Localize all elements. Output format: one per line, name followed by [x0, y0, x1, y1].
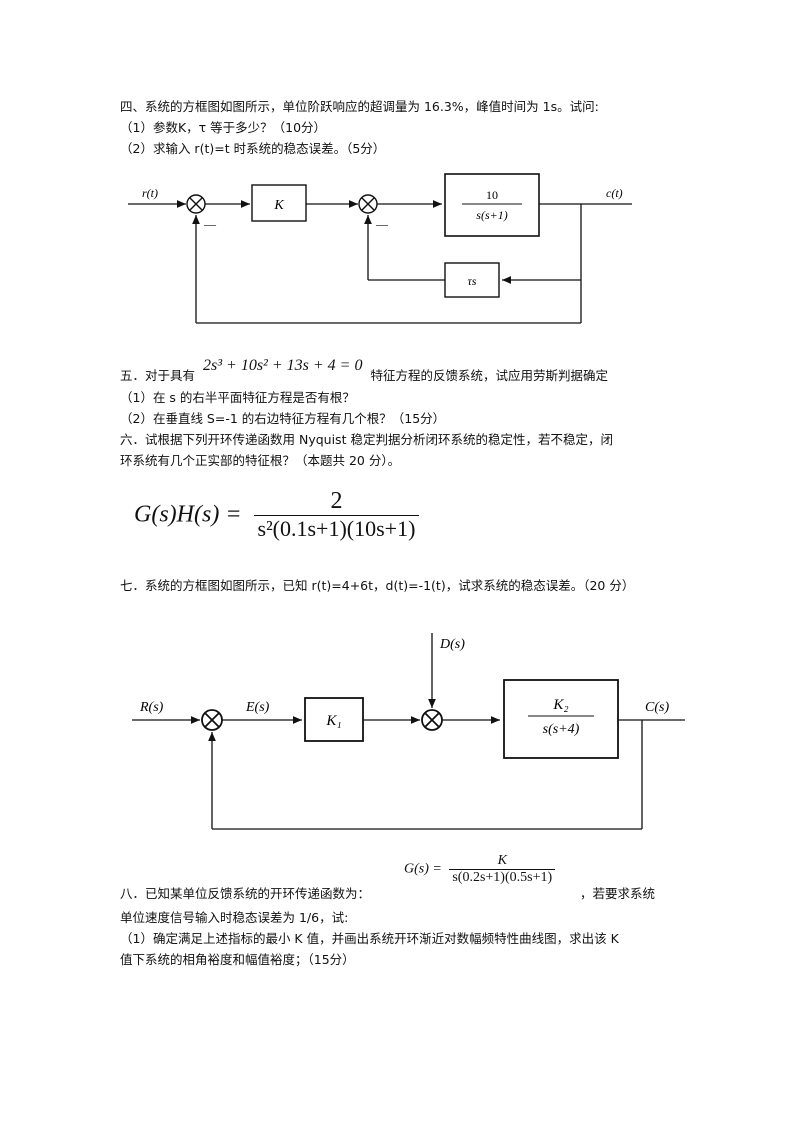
q8-sub1-line1: （1）确定满足上述指标的最小 K 值，并画出系统开环渐近对数幅频特性曲线图，求出…: [120, 931, 619, 946]
q4-sub1: （1）参数K，τ 等于多少？（10分）: [120, 120, 327, 135]
q8-formula-den: s(0.2s+1)(0.5s+1): [449, 869, 556, 886]
q7-plant-block: [503, 679, 619, 759]
q7-title: 七．系统的方框图如图所示，已知 r(t)=4+6t，d(t)=-1(t)，试求系…: [120, 578, 635, 593]
q7-gain-label: K₁: [325, 713, 341, 729]
q8-suffix: ，若要求系统: [580, 886, 656, 901]
q6-formula: G(s)H(s) = 2 s²(0.1s+1)(10s+1): [134, 488, 420, 542]
q4-plant-den: s(s+1): [476, 208, 507, 222]
q6-formula-num: 2: [330, 488, 343, 514]
q8-line2: 单位速度信号输入时稳态误差为 1/6，试:: [120, 910, 349, 925]
q5-sub2: （2）在垂直线 S=-1 的右边特征方程有几个根？（15分）: [120, 411, 446, 426]
q4-sum-junction-1: [186, 194, 206, 214]
q4-minus-2: —: [375, 217, 389, 231]
q5-sub1: （1）在 s 的右半平面特征方程是否有根？: [120, 390, 355, 405]
q4-minus-1: —: [203, 217, 217, 231]
q6-formula-fraction: 2 s²(0.1s+1)(10s+1): [253, 488, 420, 542]
q7-block-diagram: R(s) E(s) K₁ D(s) K₂ s(s+4) C(s): [132, 633, 685, 830]
q4-input-label: r(t): [142, 186, 158, 200]
q5-line1: 五．对于具有 2s³ + 10s² + 13s + 4 = 0 特征方程的反馈系…: [120, 357, 608, 385]
q6-formula-lhs: G(s)H(s) =: [134, 501, 242, 528]
q7-plant-num: K₂: [552, 697, 568, 713]
q7-output-label: C(s): [645, 700, 669, 715]
q8-formula: G(s) = K s(0.2s+1)(0.5s+1): [404, 853, 556, 886]
q5-prefix: 五．对于具有: [120, 368, 196, 383]
q4-plant-block: [444, 173, 540, 237]
q8-formula-fraction: K s(0.2s+1)(0.5s+1): [449, 853, 556, 886]
q8-formula-num: K: [497, 853, 507, 868]
q4-title: 四、系统的方框图如图所示，单位阶跃响应的超调量为 16.3%，峰值时间为 1s。…: [120, 99, 599, 114]
q7-disturbance-label: D(s): [439, 637, 465, 652]
q4-sub2: （2）求输入 r(t)=t 时系统的稳态误差。（5分）: [120, 141, 386, 156]
q8-sub1-line2: 值下系统的相角裕度和幅值裕度；（15分）: [120, 952, 355, 967]
q4-feedback-block: [444, 262, 500, 298]
q7-gain-block: [304, 697, 364, 742]
q4-output-label: c(t): [606, 186, 623, 200]
q7-error-label: E(s): [245, 700, 270, 715]
q4-block-diagram: r(t) — K — 10 s(s+1) c(t) τs: [128, 173, 632, 324]
q6-line1: 六．试根据下列开环传递函数用 Nyquist 稳定判据分析闭环系统的稳定性，若不…: [120, 432, 613, 447]
q5-equation: 2s³ + 10s² + 13s + 4 = 0: [203, 357, 363, 374]
q4-gain-label: K: [273, 198, 284, 213]
q7-input-label: R(s): [139, 700, 164, 715]
q4-feedback-label: τs: [468, 274, 477, 288]
q7-sum-junction-1: [201, 709, 223, 731]
q7-plant-den: s(s+4): [543, 722, 580, 737]
q6-formula-den: s²(0.1s+1)(10s+1): [253, 515, 420, 542]
q4-plant-num: 10: [486, 188, 498, 202]
q5-suffix: 特征方程的反馈系统，试应用劳斯判据确定: [370, 368, 608, 383]
q7-sum-junction-2: [421, 709, 443, 731]
q6-line2: 环系统有几个正实部的特征根？（本题共 20 分）。: [120, 453, 401, 468]
q8-prefix: 八．已知某单位反馈系统的开环传递函数为：: [120, 886, 371, 901]
q4-gain-block: [251, 184, 307, 222]
q8-formula-lhs: G(s) =: [404, 861, 442, 877]
q4-sum-junction-2: [358, 194, 378, 214]
